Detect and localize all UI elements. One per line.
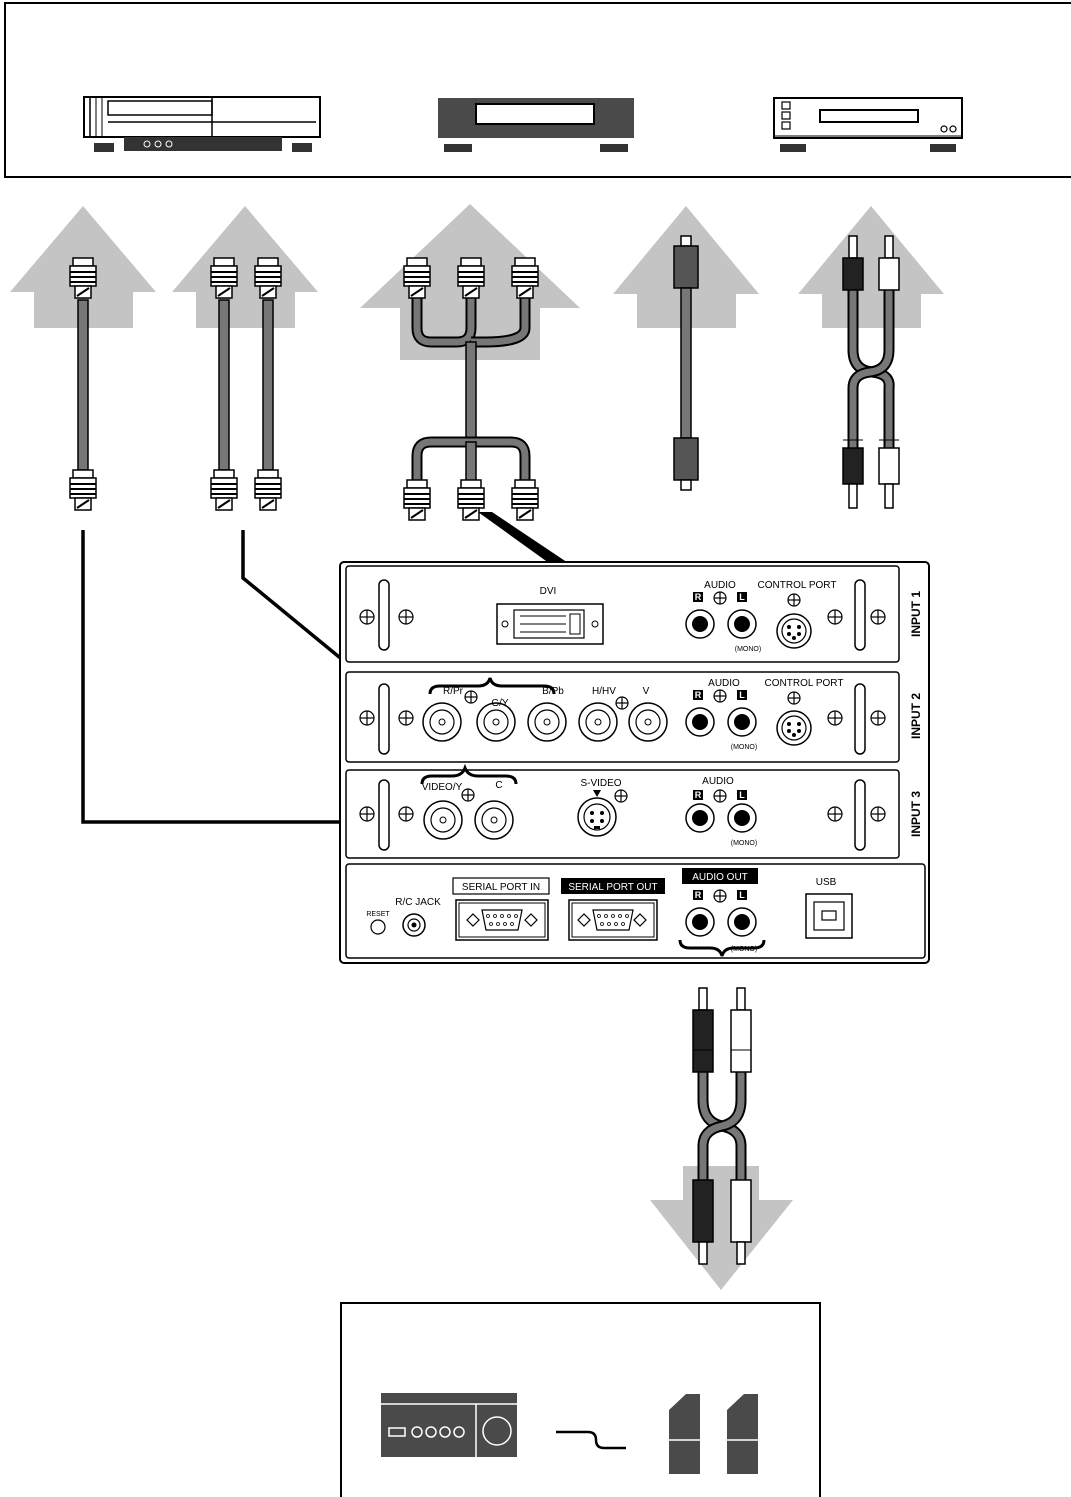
- audio-out-label: AUDIO OUT: [692, 872, 748, 883]
- input3-row: [345, 763, 900, 859]
- input1-r-label: R: [695, 592, 702, 602]
- usb-port[interactable]: [805, 893, 853, 939]
- input2-audio-r-jack[interactable]: [685, 707, 715, 737]
- audio-system-frame: [340, 1302, 821, 1497]
- input2-mono-label: (MONO): [731, 744, 757, 751]
- source-devices-frame: [4, 2, 1071, 178]
- input2-audio-label: AUDIO: [708, 678, 740, 689]
- c-label: C: [495, 780, 502, 791]
- s-video-connector-icon: [673, 235, 699, 491]
- speaker-cord: [556, 1430, 626, 1450]
- bnc-cable-video: [69, 257, 97, 511]
- input3-audio-label: AUDIO: [702, 776, 734, 787]
- audio-out-rca-cable: [650, 987, 793, 1290]
- input3-r-label: R: [695, 790, 702, 800]
- input1-control-port-label: CONTROL PORT: [758, 580, 837, 591]
- input3-mono-label: (MONO): [731, 840, 757, 847]
- dvi-label: DVI: [540, 586, 557, 597]
- video-y-label: VIDEO/Y: [422, 782, 463, 793]
- serial-port-out-label: SERIAL PORT OUT: [568, 882, 657, 893]
- input2-bnc-rpr[interactable]: [422, 702, 462, 742]
- input3-bnc-c[interactable]: [474, 800, 514, 840]
- input1-audio-label: AUDIO: [704, 580, 736, 591]
- serial-port-in[interactable]: [455, 899, 549, 941]
- input2-row: [345, 671, 900, 763]
- audio-out-l-jack[interactable]: [727, 907, 757, 937]
- v-label: V: [643, 686, 650, 697]
- usb-label: USB: [816, 877, 837, 888]
- input3-l-label: L: [739, 790, 745, 800]
- input1-audio-l-jack[interactable]: [727, 609, 757, 639]
- input1-control-port[interactable]: [776, 613, 812, 649]
- input3-bnc-video-y[interactable]: [423, 800, 463, 840]
- rpr-label: R/Pr: [443, 686, 464, 697]
- input2-control-port[interactable]: [776, 710, 812, 746]
- rc-jack-label: R/C JACK: [395, 897, 441, 908]
- reset-button[interactable]: [370, 919, 386, 935]
- serial-port-in-label: SERIAL PORT IN: [462, 882, 540, 893]
- audio-out-mono-label: (MONO): [731, 946, 757, 953]
- speakers-icon: [669, 1394, 758, 1474]
- input2-bnc-bpb[interactable]: [527, 702, 567, 742]
- input3-audio-l-jack[interactable]: [727, 803, 757, 833]
- input1-mono-label: (MONO): [735, 646, 761, 653]
- bnc-cable-y-c: [210, 257, 282, 511]
- input1-audio-r-jack[interactable]: [685, 609, 715, 639]
- amplifier-icon: [381, 1393, 517, 1457]
- input2-l-label: L: [739, 690, 745, 700]
- rc-jack[interactable]: [402, 913, 426, 937]
- dvi-port[interactable]: [496, 603, 604, 645]
- input2-bnc-gy[interactable]: [476, 702, 516, 742]
- bnc-cable-component: [403, 257, 539, 521]
- input2-bnc-v[interactable]: [628, 702, 668, 742]
- input3-label: INPUT 3: [909, 791, 923, 837]
- s-video-port[interactable]: [577, 797, 617, 837]
- gy-label: G/Y: [491, 698, 509, 709]
- input1-label: INPUT 1: [909, 591, 923, 637]
- audio-out-r-label: R: [695, 890, 702, 900]
- audio-out-l-label: L: [739, 890, 745, 900]
- hhv-label: H/HV: [592, 686, 616, 697]
- bottom-row: [345, 863, 926, 959]
- audio-out-r-jack[interactable]: [685, 907, 715, 937]
- reset-label: RESET: [366, 911, 390, 918]
- vcr-icon: [83, 96, 321, 152]
- input2-label: INPUT 2: [909, 693, 923, 739]
- bpb-label: B/Pb: [542, 686, 564, 697]
- rca-connector-icon: [842, 235, 900, 509]
- serial-port-out[interactable]: [568, 899, 658, 941]
- input1-row: [345, 565, 900, 663]
- input2-r-label: R: [695, 690, 702, 700]
- input3-audio-r-jack[interactable]: [685, 803, 715, 833]
- input2-bnc-hhv[interactable]: [578, 702, 618, 742]
- video-deck-icon: [438, 98, 634, 152]
- input2-audio-l-jack[interactable]: [727, 707, 757, 737]
- input2-control-port-label: CONTROL PORT: [765, 678, 844, 689]
- dvd-player-icon: [773, 97, 963, 152]
- input1-l-label: L: [739, 592, 745, 602]
- s-video-label: S-VIDEO: [580, 778, 621, 789]
